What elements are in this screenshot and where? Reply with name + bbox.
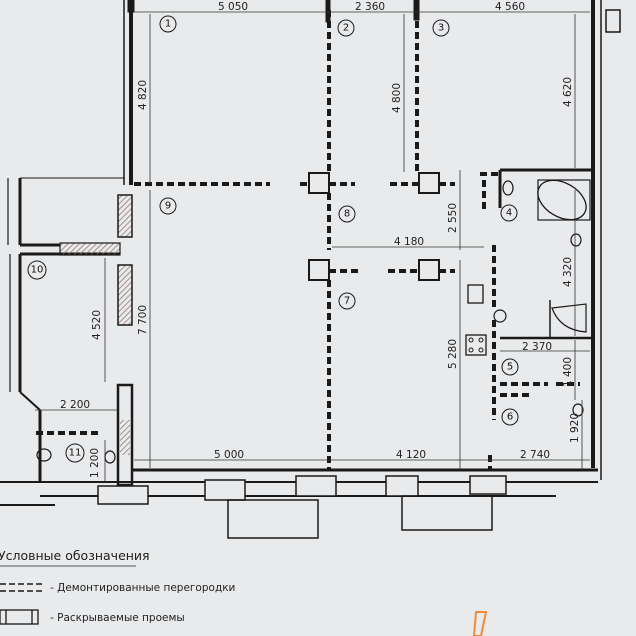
room-marker-4: 4 <box>500 204 518 222</box>
dim-mid-v3: 5 280 <box>447 339 459 369</box>
dimension-texts: 5 050 2 360 4 560 4 820 7 700 4 520 1 20… <box>60 1 581 478</box>
dim-bottom-2: 4 120 <box>396 449 426 461</box>
window <box>469 475 507 495</box>
dim-left-v1: 4 820 <box>137 80 149 110</box>
sink <box>502 180 514 196</box>
dim-right-v3: 1 400 <box>562 357 574 387</box>
column <box>418 259 440 281</box>
legend-opening-symbol <box>0 609 39 625</box>
sink <box>493 309 507 323</box>
orange-mark-icon <box>472 611 488 636</box>
dim-mid-v1: 4 800 <box>391 83 403 113</box>
columns <box>308 172 440 281</box>
bathroom-walls <box>36 168 592 464</box>
dim-room10-v: 4 520 <box>91 310 103 340</box>
left-structures <box>7 177 134 487</box>
dim-top-2: 2 360 <box>355 1 385 13</box>
window <box>204 479 246 501</box>
svg-text:3: 3 <box>438 23 444 34</box>
dim-bottom-3: 2 740 <box>520 449 550 461</box>
room-marker-3: 3 <box>432 19 450 37</box>
dim-room11-h: 2 200 <box>60 399 90 411</box>
window <box>97 485 149 505</box>
balcony <box>401 495 493 531</box>
room-marker-11: 11 <box>65 443 85 463</box>
legend-title: Условные обозначения <box>0 548 150 563</box>
svg-text:2: 2 <box>343 23 349 34</box>
svg-text:4: 4 <box>506 208 512 219</box>
sink <box>572 403 584 417</box>
dimension-lines <box>35 11 590 482</box>
svg-text:11: 11 <box>69 448 82 459</box>
window <box>295 475 337 497</box>
column <box>418 172 440 194</box>
toilet <box>36 448 52 462</box>
room-marker-1: 1 <box>159 15 177 33</box>
dim-right-v4: 1 920 <box>569 413 581 443</box>
dim-top-3: 4 560 <box>495 1 525 13</box>
room-marker-10: 10 <box>27 260 47 280</box>
toilet <box>570 233 582 247</box>
legend-item-openings: - Раскрываемые проемы <box>50 612 185 624</box>
legend: Условные обозначения - Демонтированные п… <box>0 548 235 625</box>
dim-mid-v2: 2 550 <box>447 203 459 233</box>
sink <box>104 450 116 464</box>
windows <box>97 475 507 539</box>
dim-right-h: 2 370 <box>522 341 552 353</box>
legend-item-demolished: - Демонтированные перегородки <box>50 582 235 594</box>
dim-top-1: 5 050 <box>218 1 248 13</box>
room-marker-2: 2 <box>337 19 355 37</box>
column <box>308 259 330 281</box>
svg-text:5: 5 <box>507 362 513 373</box>
balcony <box>227 499 319 539</box>
room-marker-7: 7 <box>338 292 356 310</box>
svg-text:8: 8 <box>344 209 350 220</box>
dim-room11-v: 1 200 <box>89 448 101 478</box>
dim-bottom-1: 5 000 <box>214 449 244 461</box>
svg-text:6: 6 <box>507 412 513 423</box>
demolished-partitions <box>36 10 580 470</box>
window <box>385 475 419 497</box>
svg-text:1: 1 <box>165 19 171 30</box>
dim-right-v1: 4 620 <box>562 77 574 107</box>
room-markers: 1 2 3 4 5 6 7 8 9 10 11 <box>27 15 519 463</box>
dim-left-v2: 7 700 <box>137 305 149 335</box>
column <box>308 172 330 194</box>
room-marker-9: 9 <box>159 197 177 215</box>
svg-text:7: 7 <box>344 296 350 307</box>
svg-text:9: 9 <box>165 201 171 212</box>
dim-right-v2: 4 320 <box>562 257 574 287</box>
room-marker-8: 8 <box>338 205 356 223</box>
legend-dashed-symbol <box>0 583 42 592</box>
room-marker-6: 6 <box>501 408 519 426</box>
dim-mid-h: 4 180 <box>394 236 424 248</box>
svg-text:10: 10 <box>31 265 44 276</box>
room-marker-5: 5 <box>501 358 519 376</box>
bathtub <box>537 179 587 221</box>
